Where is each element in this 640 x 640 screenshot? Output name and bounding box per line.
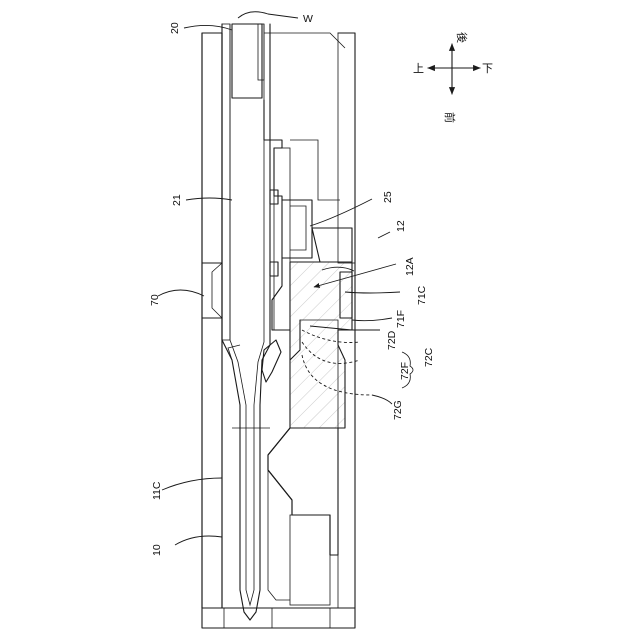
label-70: 70: [149, 294, 161, 306]
label-11C: 11C: [151, 481, 163, 500]
crimp-region: [264, 100, 290, 330]
label-25: 25: [382, 191, 394, 203]
leader-lines: [158, 12, 400, 545]
direction-front-label: 前: [443, 112, 457, 123]
label-10: 10: [151, 544, 163, 556]
label-71F: 71F: [395, 310, 407, 328]
lance-25: [282, 200, 312, 258]
label-21: 21: [171, 194, 183, 206]
label-71C: 71C: [416, 285, 428, 305]
label-w: W: [303, 13, 313, 25]
label-72G: 72G: [392, 400, 404, 420]
direction-back-label: 後: [455, 32, 469, 43]
housing-left-wall: [202, 33, 222, 608]
retainer-70: [202, 263, 222, 318]
direction-compass: 上 下 後 前: [413, 32, 493, 123]
shaded-region-12: [290, 262, 352, 428]
direction-down-label: 下: [482, 62, 493, 75]
label-12: 12: [395, 220, 407, 232]
housing-lower: [202, 428, 355, 628]
direction-up-label: 上: [413, 62, 424, 75]
label-20: 20: [169, 22, 181, 34]
label-12A: 12A: [404, 257, 416, 276]
label-72C: 72C: [423, 347, 435, 367]
label-72D: 72D: [386, 330, 398, 350]
label-72F: 72F: [399, 362, 411, 380]
